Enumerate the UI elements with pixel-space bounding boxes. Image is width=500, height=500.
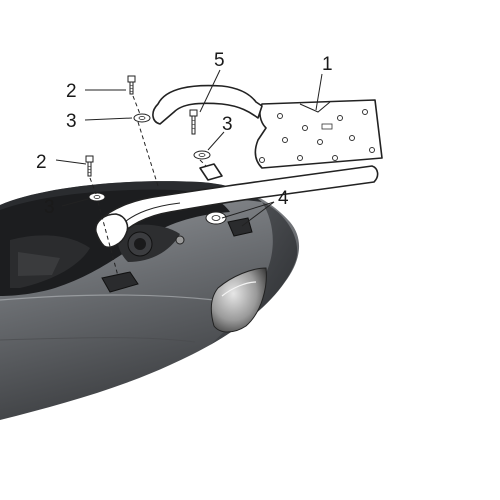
- tail-lamp: [210, 267, 267, 333]
- mount-block-left: [101, 271, 139, 293]
- rack-arch-tube: [152, 84, 263, 125]
- callout-screw-front: 2: [36, 152, 47, 173]
- callout-washer-front: 3: [44, 197, 55, 218]
- screw-mid: [189, 109, 198, 135]
- rack-assembly: [94, 84, 383, 249]
- callout-screw-rear: 2: [66, 81, 77, 102]
- callout-screw-mid: 5: [214, 50, 225, 71]
- callout-rack: 1: [322, 54, 333, 75]
- spacer: [205, 211, 227, 225]
- callout-washer-rear: 3: [66, 111, 77, 132]
- screw-front: [85, 155, 94, 177]
- rack-mid-bracket: [199, 163, 223, 181]
- body-bolt: [175, 235, 185, 245]
- callout-spacer: 4: [278, 188, 289, 209]
- screw-rear: [127, 75, 136, 95]
- callout-washer-right: 3: [222, 114, 233, 135]
